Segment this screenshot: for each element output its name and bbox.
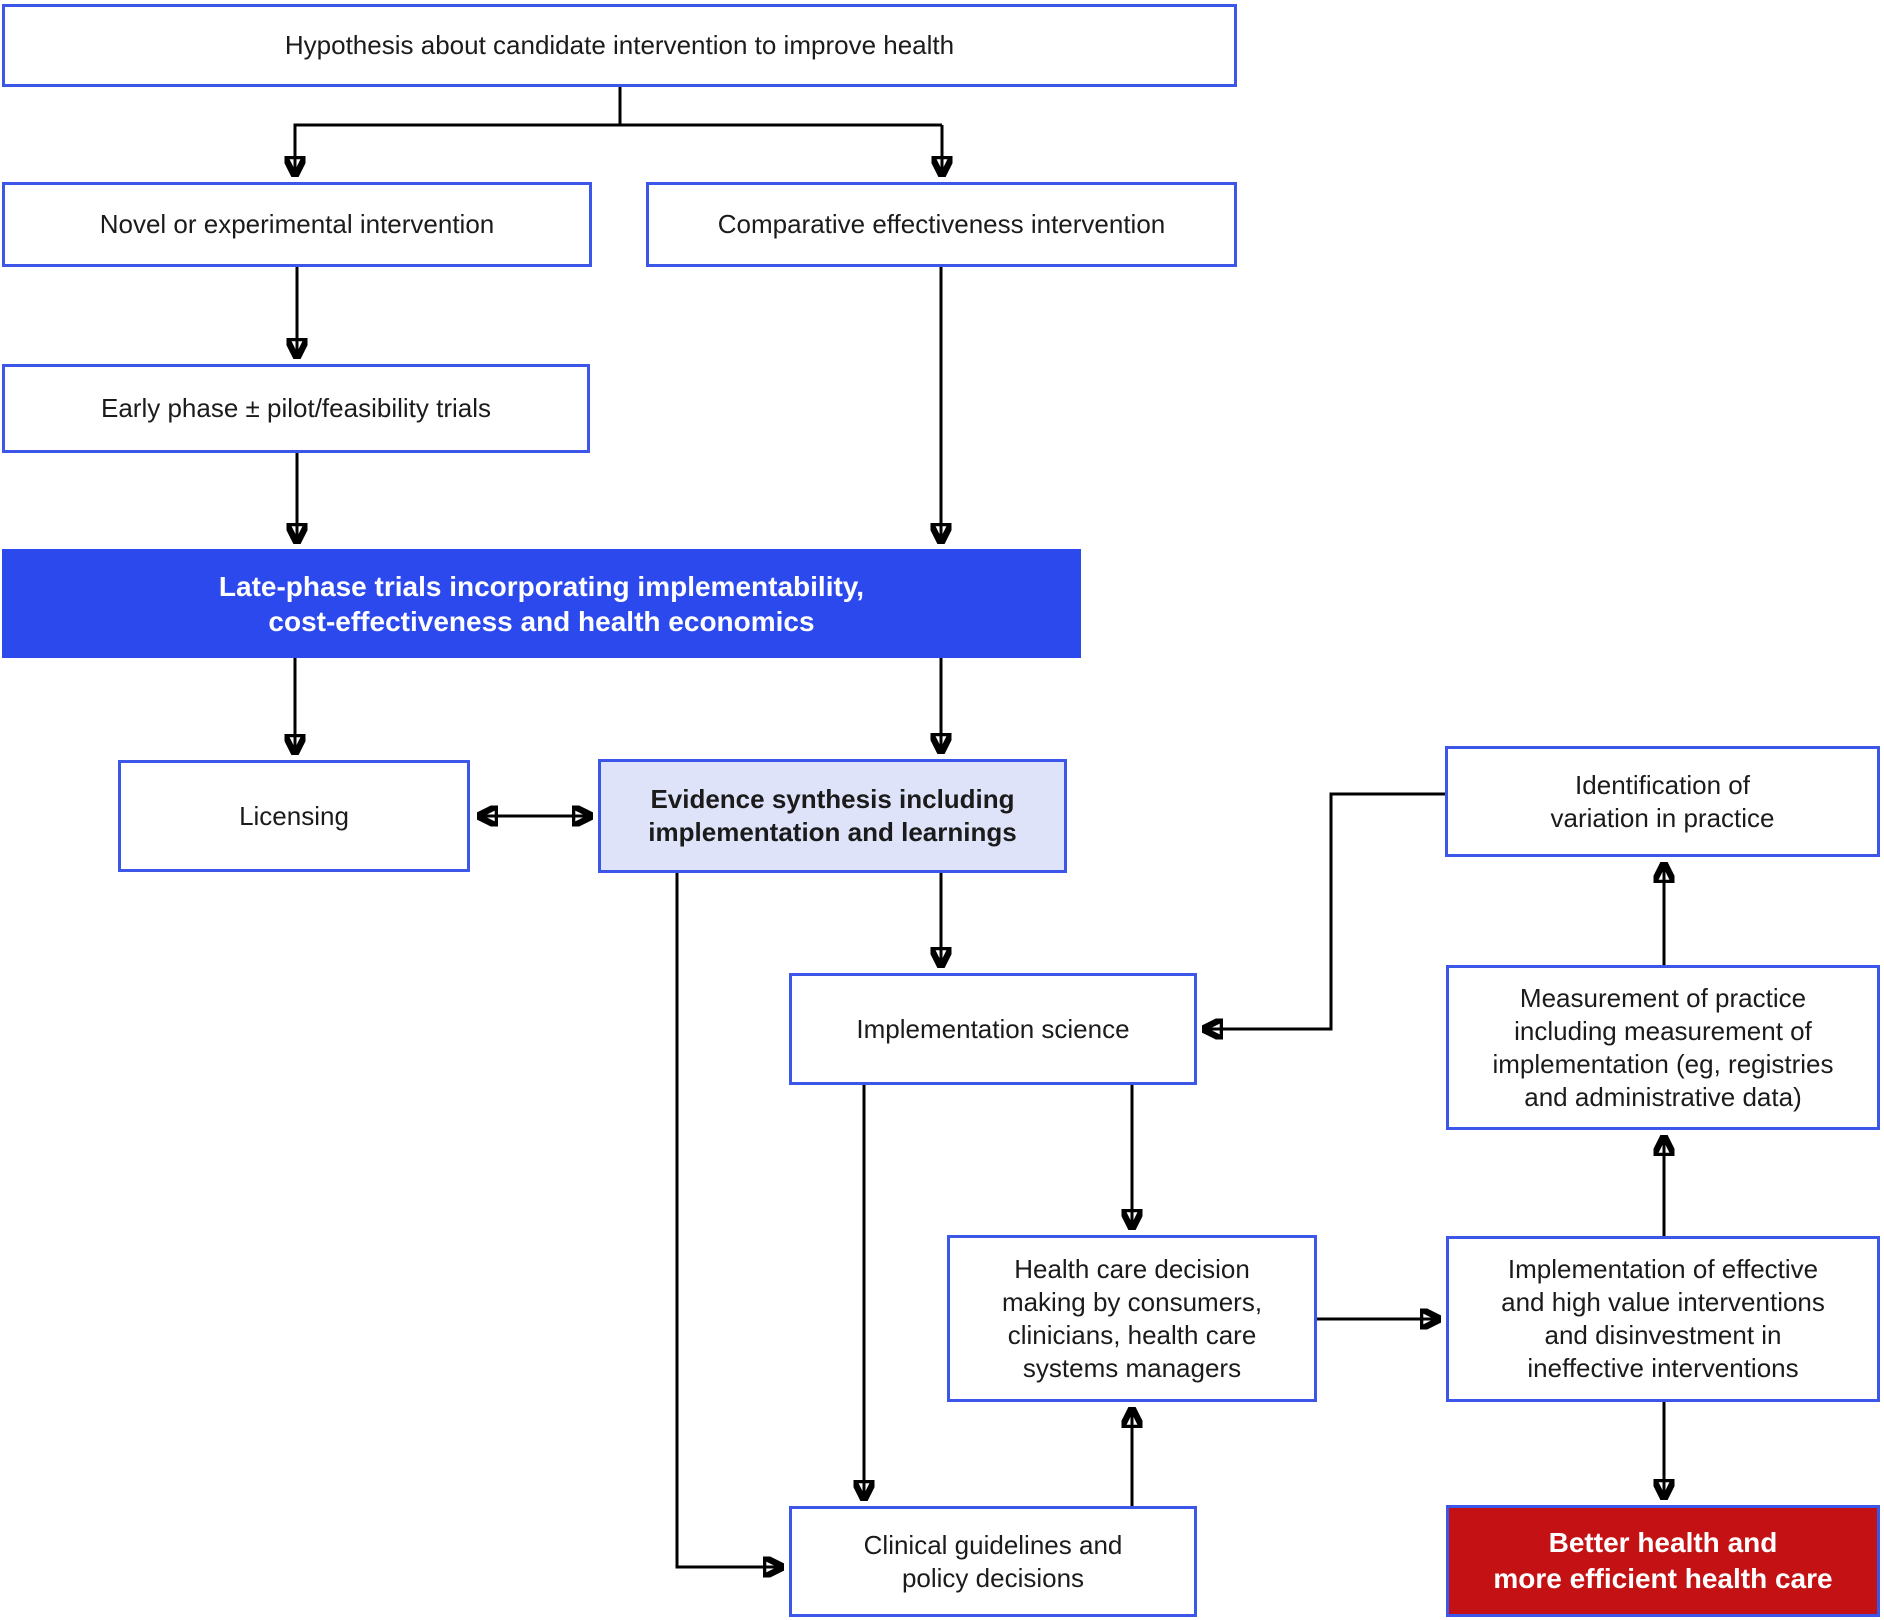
box-implementation-science: Implementation science (789, 973, 1197, 1085)
box-evidence-synthesis: Evidence synthesis including implementat… (598, 759, 1067, 873)
box-late-phase-trials: Late-phase trials incorporating implemen… (2, 549, 1081, 658)
box-early-phase-trials-label: Early phase ± pilot/feasibility trials (101, 393, 491, 423)
box-implementation-of-effective-label: Implementation of effective and high val… (1501, 1254, 1825, 1383)
box-measurement-of-practice-label: Measurement of practice including measur… (1492, 982, 1834, 1112)
box-health-care-decision-making: Health care decision making by consumers… (947, 1235, 1317, 1402)
conn-identification-to-implsci (1205, 792, 1445, 1029)
box-clinical-guidelines: Clinical guidelines and policy decisions (789, 1506, 1197, 1617)
box-novel-intervention: Novel or experimental intervention (2, 182, 592, 267)
box-identification-of-variation: Identification of variation in practice (1445, 746, 1880, 857)
box-late-phase-trials-label: Late-phase trials incorporating implemen… (218, 570, 865, 637)
box-hypothesis-label: Hypothesis about candidate intervention … (284, 30, 955, 60)
box-early-phase-trials: Early phase ± pilot/feasibility trials (2, 364, 590, 453)
box-measurement-of-practice: Measurement of practice including measur… (1446, 965, 1880, 1130)
box-comparative-effectiveness: Comparative effectiveness intervention (646, 182, 1237, 267)
box-novel-intervention-label: Novel or experimental intervention (99, 209, 495, 239)
box-licensing-label: Licensing (239, 800, 349, 831)
box-implementation-science-label: Implementation science (856, 1013, 1130, 1044)
conn-split-to-novel (295, 123, 942, 174)
box-implementation-of-effective: Implementation of effective and high val… (1446, 1236, 1880, 1402)
box-licensing: Licensing (118, 760, 470, 872)
box-hypothesis: Hypothesis about candidate intervention … (2, 4, 1237, 87)
conn-evidence-to-clinical (675, 873, 781, 1567)
box-comparative-effectiveness-label: Comparative effectiveness intervention (717, 209, 1166, 239)
box-identification-of-variation-label: Identification of variation in practice (1550, 769, 1775, 833)
box-health-care-decision-making-label: Health care decision making by consumers… (1001, 1253, 1263, 1383)
box-better-health: Better health and more efficient health … (1446, 1505, 1880, 1617)
box-clinical-guidelines-label: Clinical guidelines and policy decisions (863, 1529, 1123, 1593)
box-evidence-synthesis-label: Evidence synthesis including implementat… (648, 784, 1017, 847)
box-better-health-label: Better health and more efficient health … (1493, 1527, 1833, 1594)
